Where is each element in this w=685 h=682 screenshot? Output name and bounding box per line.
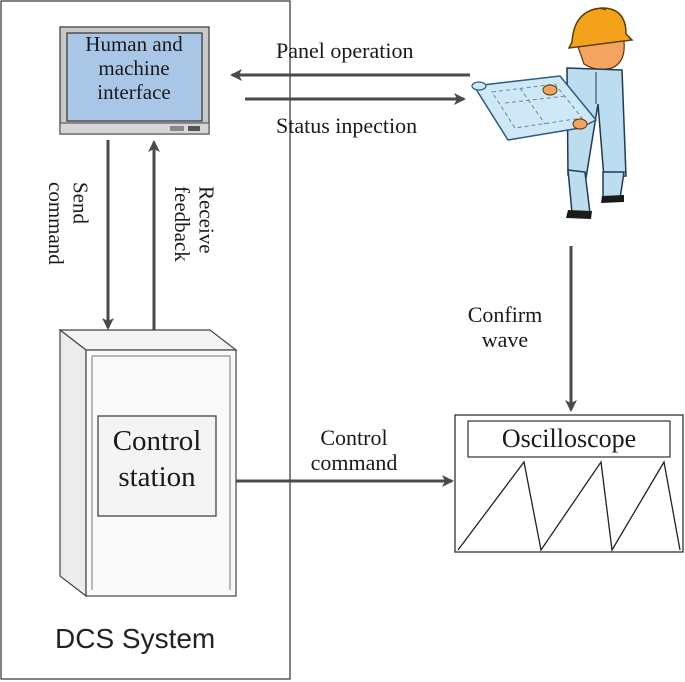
oscilloscope-title: Oscilloscope bbox=[501, 424, 637, 453]
hmi-monitor bbox=[59, 26, 210, 135]
hmi-label-line3: interface bbox=[97, 80, 171, 105]
send-command-line2: command bbox=[44, 182, 69, 265]
panel-operation-label: Panel operation bbox=[276, 38, 414, 63]
oscilloscope-title-box bbox=[467, 420, 671, 458]
control-station-label: Control station bbox=[98, 423, 216, 496]
operator-figure bbox=[471, 7, 634, 219]
send-command-label: Send command bbox=[44, 182, 92, 265]
control-station-label-box bbox=[97, 415, 217, 517]
control-command-label: Control command bbox=[296, 425, 412, 476]
hmi-label: Human and machine interface bbox=[68, 32, 200, 104]
status-inspection-label: Status inpection bbox=[276, 113, 418, 138]
receive-feedback-label: Receive feedback bbox=[170, 186, 218, 262]
receive-feedback-line1: Receive bbox=[194, 186, 219, 254]
hmi-label-line1: Human and bbox=[85, 32, 183, 56]
hmi-label-line2: machine bbox=[98, 56, 170, 81]
confirm-wave-line2: wave bbox=[481, 327, 529, 353]
control-station-line2: station bbox=[118, 461, 196, 494]
control-station-cabinet bbox=[58, 328, 238, 598]
oscilloscope-waveform bbox=[457, 460, 681, 552]
receive-feedback-line2: feedback bbox=[170, 186, 195, 262]
control-command-line1: Control bbox=[320, 425, 388, 450]
send-command-line1: Send bbox=[68, 182, 93, 224]
control-station-line1: Control bbox=[112, 425, 202, 457]
oscilloscope bbox=[454, 414, 684, 553]
confirm-wave-label: Confirm wave bbox=[455, 302, 555, 353]
control-command-line2: command bbox=[310, 450, 398, 476]
confirm-wave-line1: Confirm bbox=[467, 302, 543, 327]
dcs-system-boundary bbox=[0, 0, 291, 680]
dcs-system-label: DCS System bbox=[55, 623, 216, 654]
